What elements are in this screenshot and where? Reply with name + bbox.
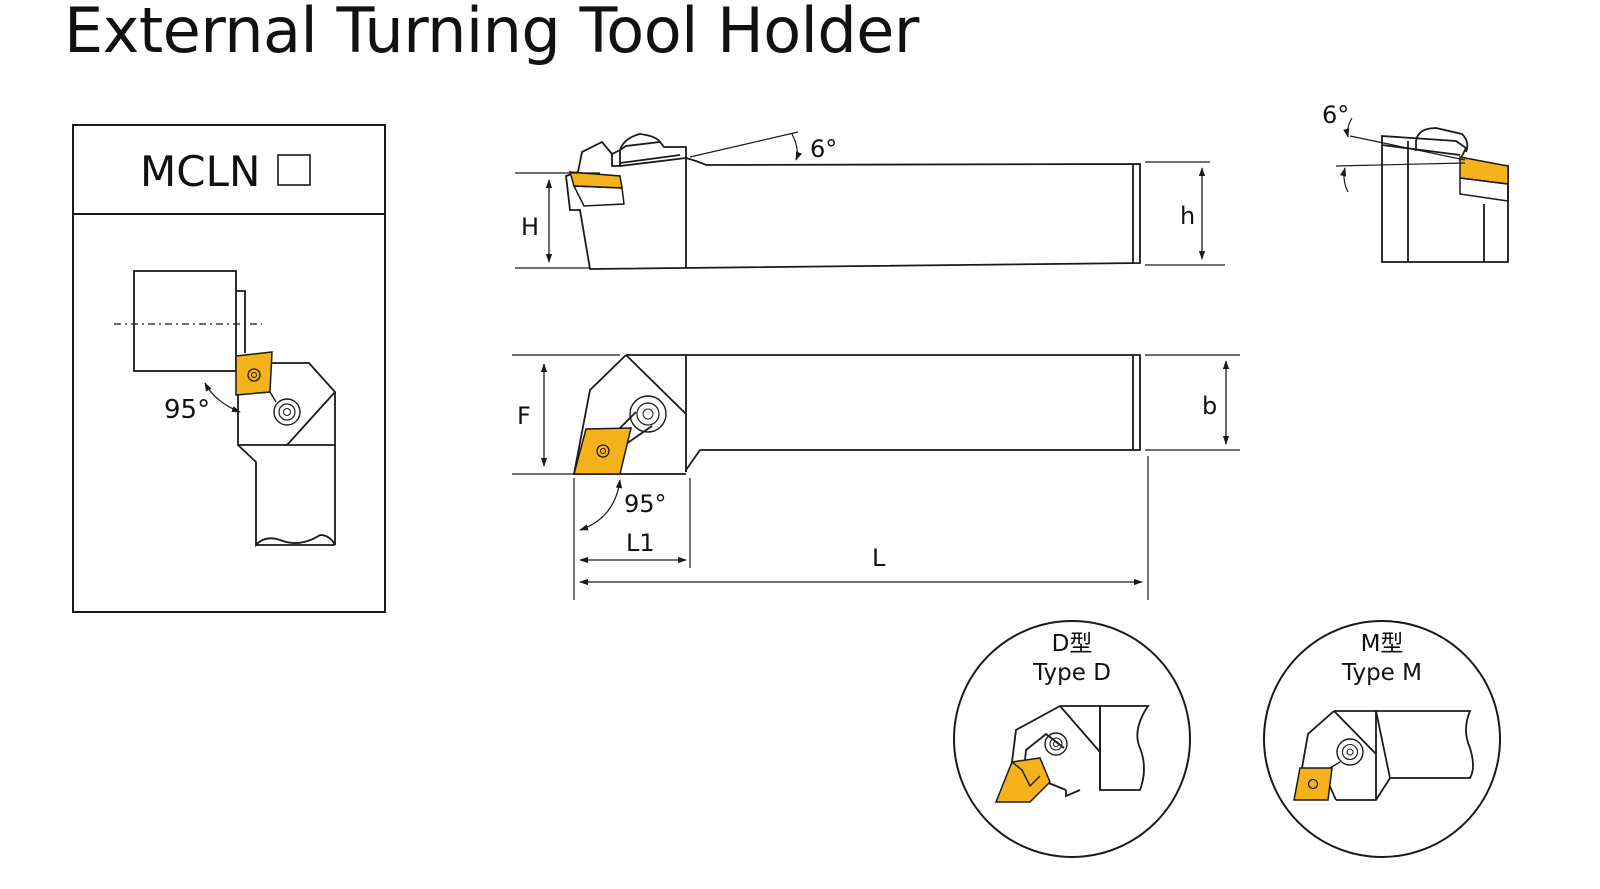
angle-arc xyxy=(204,382,241,413)
workpiece xyxy=(133,270,237,372)
type-d-label-en: Type D xyxy=(1032,660,1111,686)
type-d-circle xyxy=(953,620,1191,858)
type-m-circle xyxy=(1263,620,1501,858)
holder-top-view xyxy=(236,290,336,548)
top-angle: 95° xyxy=(624,490,667,518)
label-b: b xyxy=(1202,392,1217,420)
model-box-frame xyxy=(72,124,386,613)
shim-side xyxy=(572,185,625,207)
type-m-label-en: Type M xyxy=(1341,660,1422,686)
type-d-insert xyxy=(994,757,1051,803)
side-view: H h 6° xyxy=(515,131,1225,270)
angle-arc-top xyxy=(579,479,623,531)
label-L: L xyxy=(872,544,886,572)
label-h: h xyxy=(1180,202,1195,230)
clamp-screw xyxy=(273,398,301,426)
page-title: External Turning Tool Holder xyxy=(64,0,919,67)
insert-end xyxy=(1459,156,1509,185)
label-L1: L1 xyxy=(626,529,655,557)
end-angle: 6° xyxy=(1322,101,1349,129)
holder-side-outline xyxy=(565,140,1141,270)
model-code: MCLN xyxy=(140,147,260,196)
top-view: F b 95° L1 L xyxy=(512,354,1240,600)
insert-hole xyxy=(247,368,261,382)
label-H: H xyxy=(521,213,539,241)
label-F: F xyxy=(517,402,531,430)
type-m-insert xyxy=(1293,767,1333,801)
type-d-label-cn: D型 xyxy=(1052,631,1093,657)
model-code-placeholder-box xyxy=(277,154,311,186)
model-box: MCLN 95° xyxy=(72,124,386,613)
side-angle: 6° xyxy=(810,135,837,163)
model-angle: 95° xyxy=(164,395,210,425)
end-view: 6° xyxy=(1322,101,1509,263)
clamp-screw-top xyxy=(629,395,667,433)
type-d-detail: D型 Type D xyxy=(953,620,1191,858)
insert-top xyxy=(573,427,632,475)
holder-top-outline xyxy=(626,354,1141,472)
type-m-label-cn: M型 xyxy=(1361,631,1404,657)
insert xyxy=(235,351,273,396)
type-m-detail: M型 Type M xyxy=(1263,620,1501,858)
